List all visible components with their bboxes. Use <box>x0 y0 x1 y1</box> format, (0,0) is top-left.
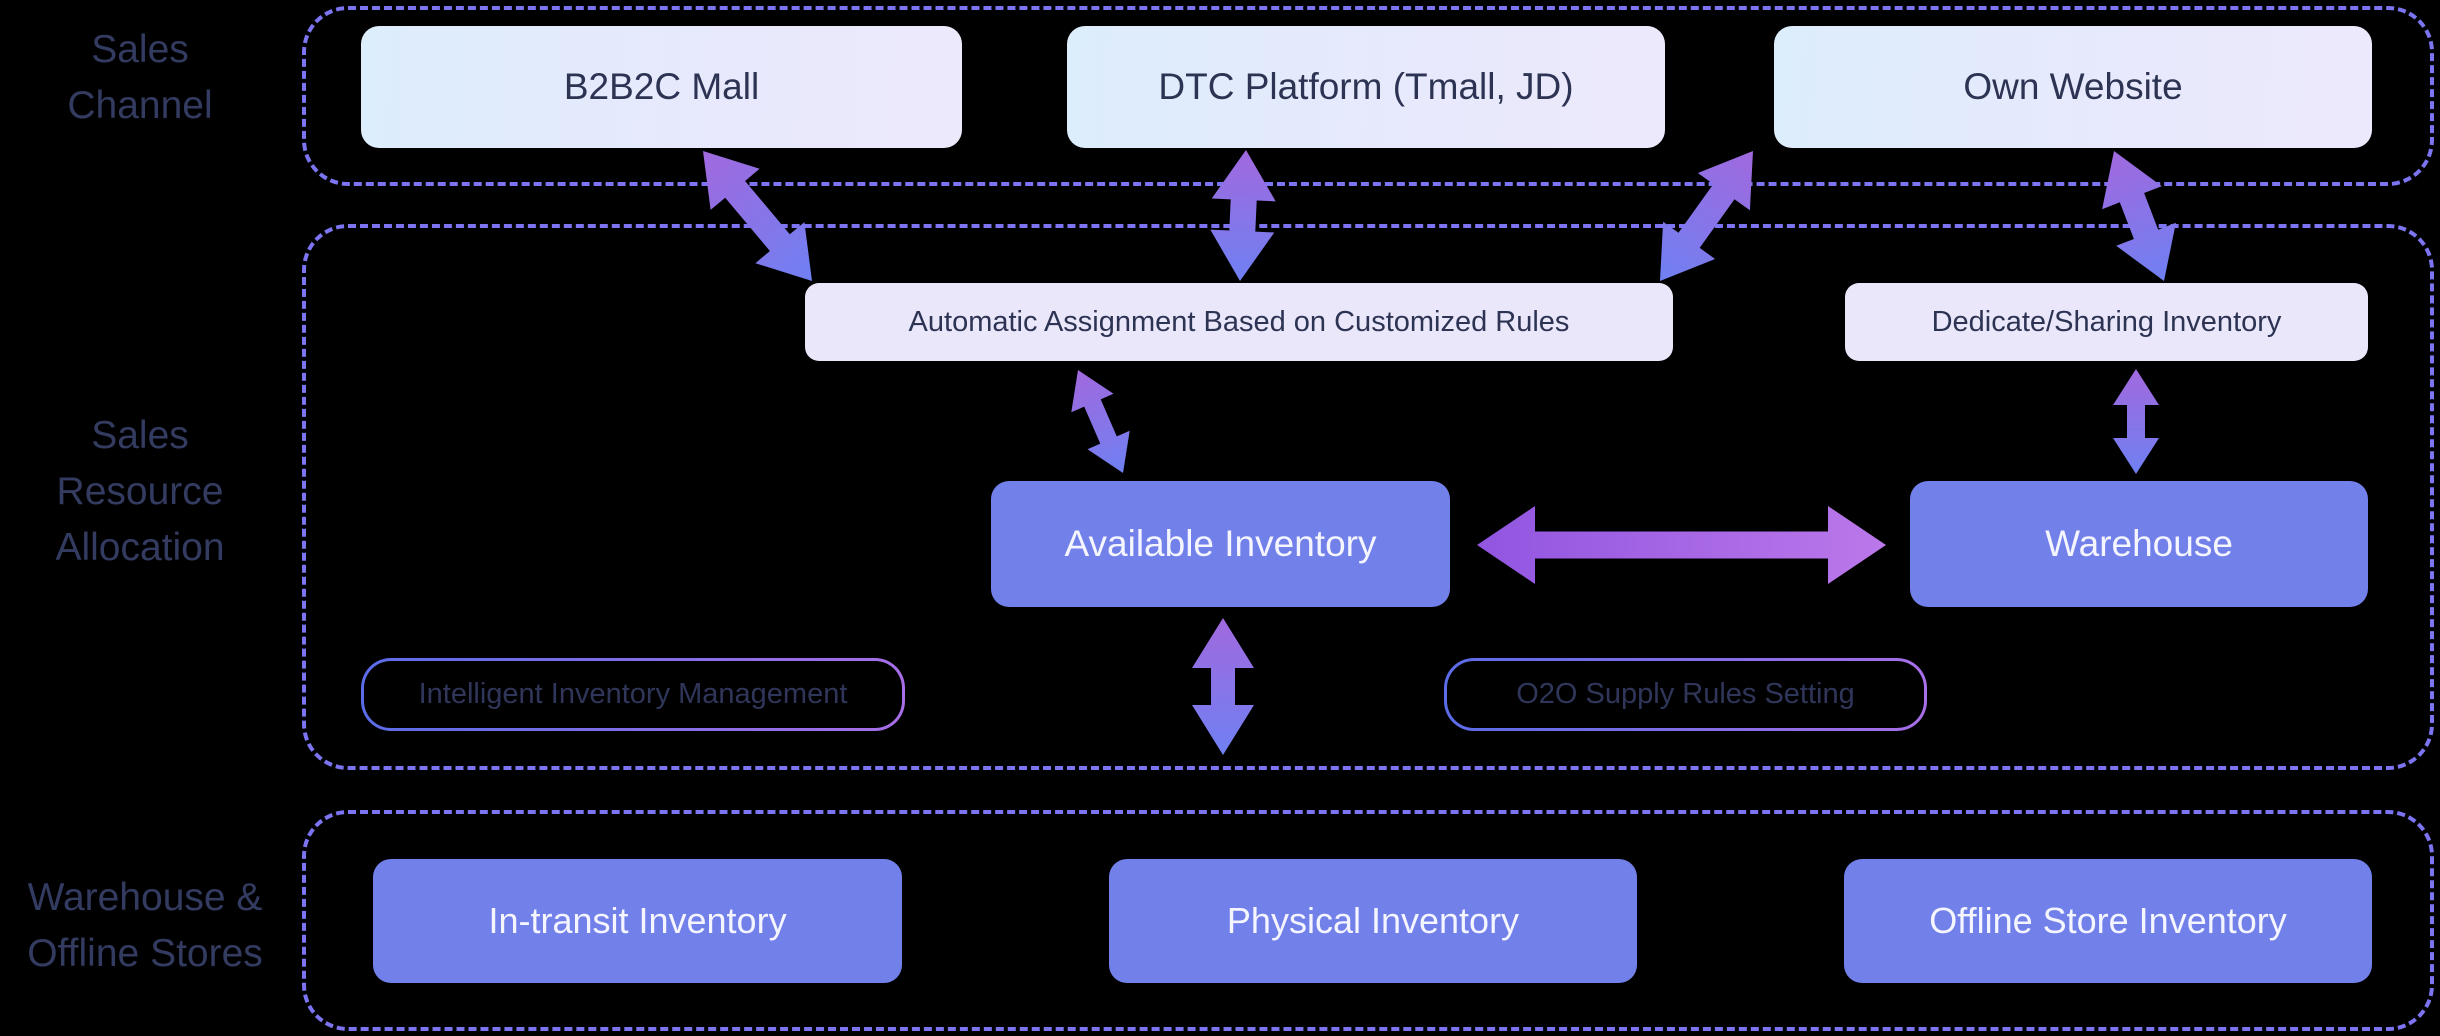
node-label: B2B2C Mall <box>563 66 760 107</box>
section-label-warehouse-offline-stores: Warehouse & Offline Stores <box>27 876 263 975</box>
node-label: O2O Supply Rules Setting <box>1516 678 1855 710</box>
node-offline-store-inventory: Offline Store Inventory <box>1844 859 2372 983</box>
node-label: Warehouse <box>2045 523 2233 564</box>
node-b2b2c-mall: B2B2C Mall <box>361 26 962 148</box>
node-label: Own Website <box>1963 66 2183 107</box>
sales-channel-container <box>302 6 2434 186</box>
node-label: Offline Store Inventory <box>1929 900 2287 941</box>
node-label: In-transit Inventory <box>488 900 787 941</box>
node-label: Physical Inventory <box>1226 900 1520 941</box>
node-dedicate-sharing-inventory: Dedicate/Sharing Inventory <box>1845 283 2368 361</box>
node-label: Available Inventory <box>1064 523 1377 564</box>
sales-resource-allocation-container <box>302 224 2434 770</box>
warehouse-offline-stores-container <box>302 810 2434 1031</box>
section-label-sales-channel: Sales Channel <box>67 28 213 127</box>
node-label: Automatic Assignment Based on Customized… <box>908 305 1570 338</box>
node-automatic-assignment: Automatic Assignment Based on Customized… <box>805 283 1673 361</box>
node-physical-inventory: Physical Inventory <box>1109 859 1637 983</box>
node-label: Dedicate/Sharing Inventory <box>1931 305 2282 338</box>
node-dtc-platform: DTC Platform (Tmall, JD) <box>1067 26 1665 148</box>
node-warehouse: Warehouse <box>1910 481 2368 607</box>
node-o2o-supply-rules-setting: O2O Supply Rules Setting <box>1444 658 1927 731</box>
section-label-sales-resource-allocation: Sales Resource Allocation <box>55 414 225 569</box>
node-in-transit-inventory: In-transit Inventory <box>373 859 902 983</box>
node-label: DTC Platform (Tmall, JD) <box>1158 66 1574 107</box>
node-own-website: Own Website <box>1774 26 2372 148</box>
node-label: Intelligent Inventory Management <box>418 678 848 710</box>
node-available-inventory: Available Inventory <box>991 481 1450 607</box>
node-intelligent-inventory-management: Intelligent Inventory Management <box>361 658 905 731</box>
